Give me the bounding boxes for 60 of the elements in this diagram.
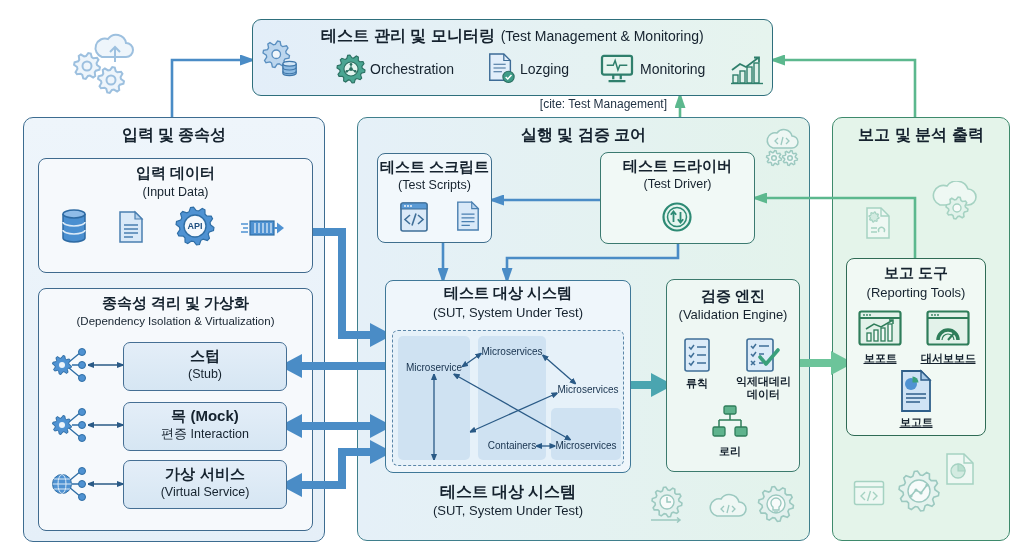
- column-panel: [23, 117, 325, 542]
- box-subtitle: (SUT, System Under Test): [433, 305, 583, 321]
- box-title: 종속성 격리 및 가상화: [101, 294, 250, 312]
- icon-caption: 보포트: [863, 352, 897, 366]
- box-subtitle: (Virtual Service): [160, 485, 250, 500]
- column-panel: [832, 117, 1010, 541]
- section-title: 보고 및 분석 출력: [858, 125, 984, 145]
- component-box: [666, 279, 800, 472]
- shaded-panel: [398, 336, 470, 460]
- box-subtitle: (Dependency Isolation & Virtualization): [76, 315, 275, 329]
- component-box: [377, 153, 492, 243]
- component-box: [123, 342, 287, 391]
- box-subtitle: (Validation Engine): [678, 307, 788, 323]
- icon-caption: 보고트: [899, 416, 933, 430]
- component-box: [123, 402, 287, 451]
- box-title: 스텁: [190, 347, 220, 365]
- section-caption: (SUT, System Under Test): [433, 503, 583, 519]
- service-label: Microservices: [557, 384, 619, 396]
- item-label: Lozging: [520, 61, 570, 78]
- component-box: [123, 460, 287, 509]
- box-title: 보고 도구: [883, 264, 949, 282]
- icon-caption: 류칙: [686, 377, 708, 391]
- box-title: 검증 엔진: [700, 287, 766, 305]
- box-subtitle: (Input Data): [142, 185, 209, 200]
- box-title: 가상 서비스: [165, 465, 245, 483]
- section-title: 입력 및 종속성: [121, 125, 227, 145]
- box-title: 테스트 스크립트: [379, 158, 490, 176]
- service-label: Microservices: [481, 346, 543, 358]
- group-box: [38, 288, 313, 531]
- group-box: [38, 158, 313, 273]
- section-title: 실행 및 검증 코어: [520, 125, 647, 145]
- service-label: Containers: [487, 440, 537, 452]
- section-caption: 테스트 대상 시스템: [439, 482, 577, 502]
- shaded-panel: [551, 408, 621, 460]
- icon-caption: 로리: [719, 445, 741, 459]
- item-label: Monitoring: [640, 61, 706, 78]
- icon-caption: 익제대데리 데이터: [735, 375, 791, 402]
- box-title: 테스트 드라이버: [622, 157, 733, 175]
- box-subtitle: (Test Scripts): [398, 178, 471, 193]
- panel-subtitle: (Test Management & Monitoring): [500, 28, 704, 45]
- service-label: Microservice: [405, 362, 463, 374]
- box-title: 테스트 대상 시스템: [443, 284, 573, 302]
- box-title: 목 (Mock): [171, 407, 239, 425]
- dashed-frame: [392, 330, 624, 466]
- icon-caption: 대서보보드: [920, 352, 976, 366]
- box-subtitle: (Reporting Tools): [866, 285, 966, 301]
- component-box: [600, 152, 755, 244]
- shaded-panel: [478, 336, 546, 460]
- box-subtitle: 편증 Interaction: [161, 427, 249, 442]
- item-label: Orchestration: [370, 61, 455, 78]
- service-label: Microservices: [555, 440, 617, 452]
- icon-text: API: [187, 220, 203, 232]
- note-text: [cite: Test Management]: [539, 97, 667, 112]
- panel-title: 테스트 관리 및 모니터링: [321, 26, 495, 46]
- system-box: [385, 280, 631, 473]
- box-title: 입력 데이터: [135, 164, 216, 182]
- box-subtitle: (Test Driver): [643, 177, 712, 192]
- component-box: [846, 258, 986, 436]
- box-subtitle: (Stub): [188, 367, 222, 382]
- column-panel: [357, 117, 810, 541]
